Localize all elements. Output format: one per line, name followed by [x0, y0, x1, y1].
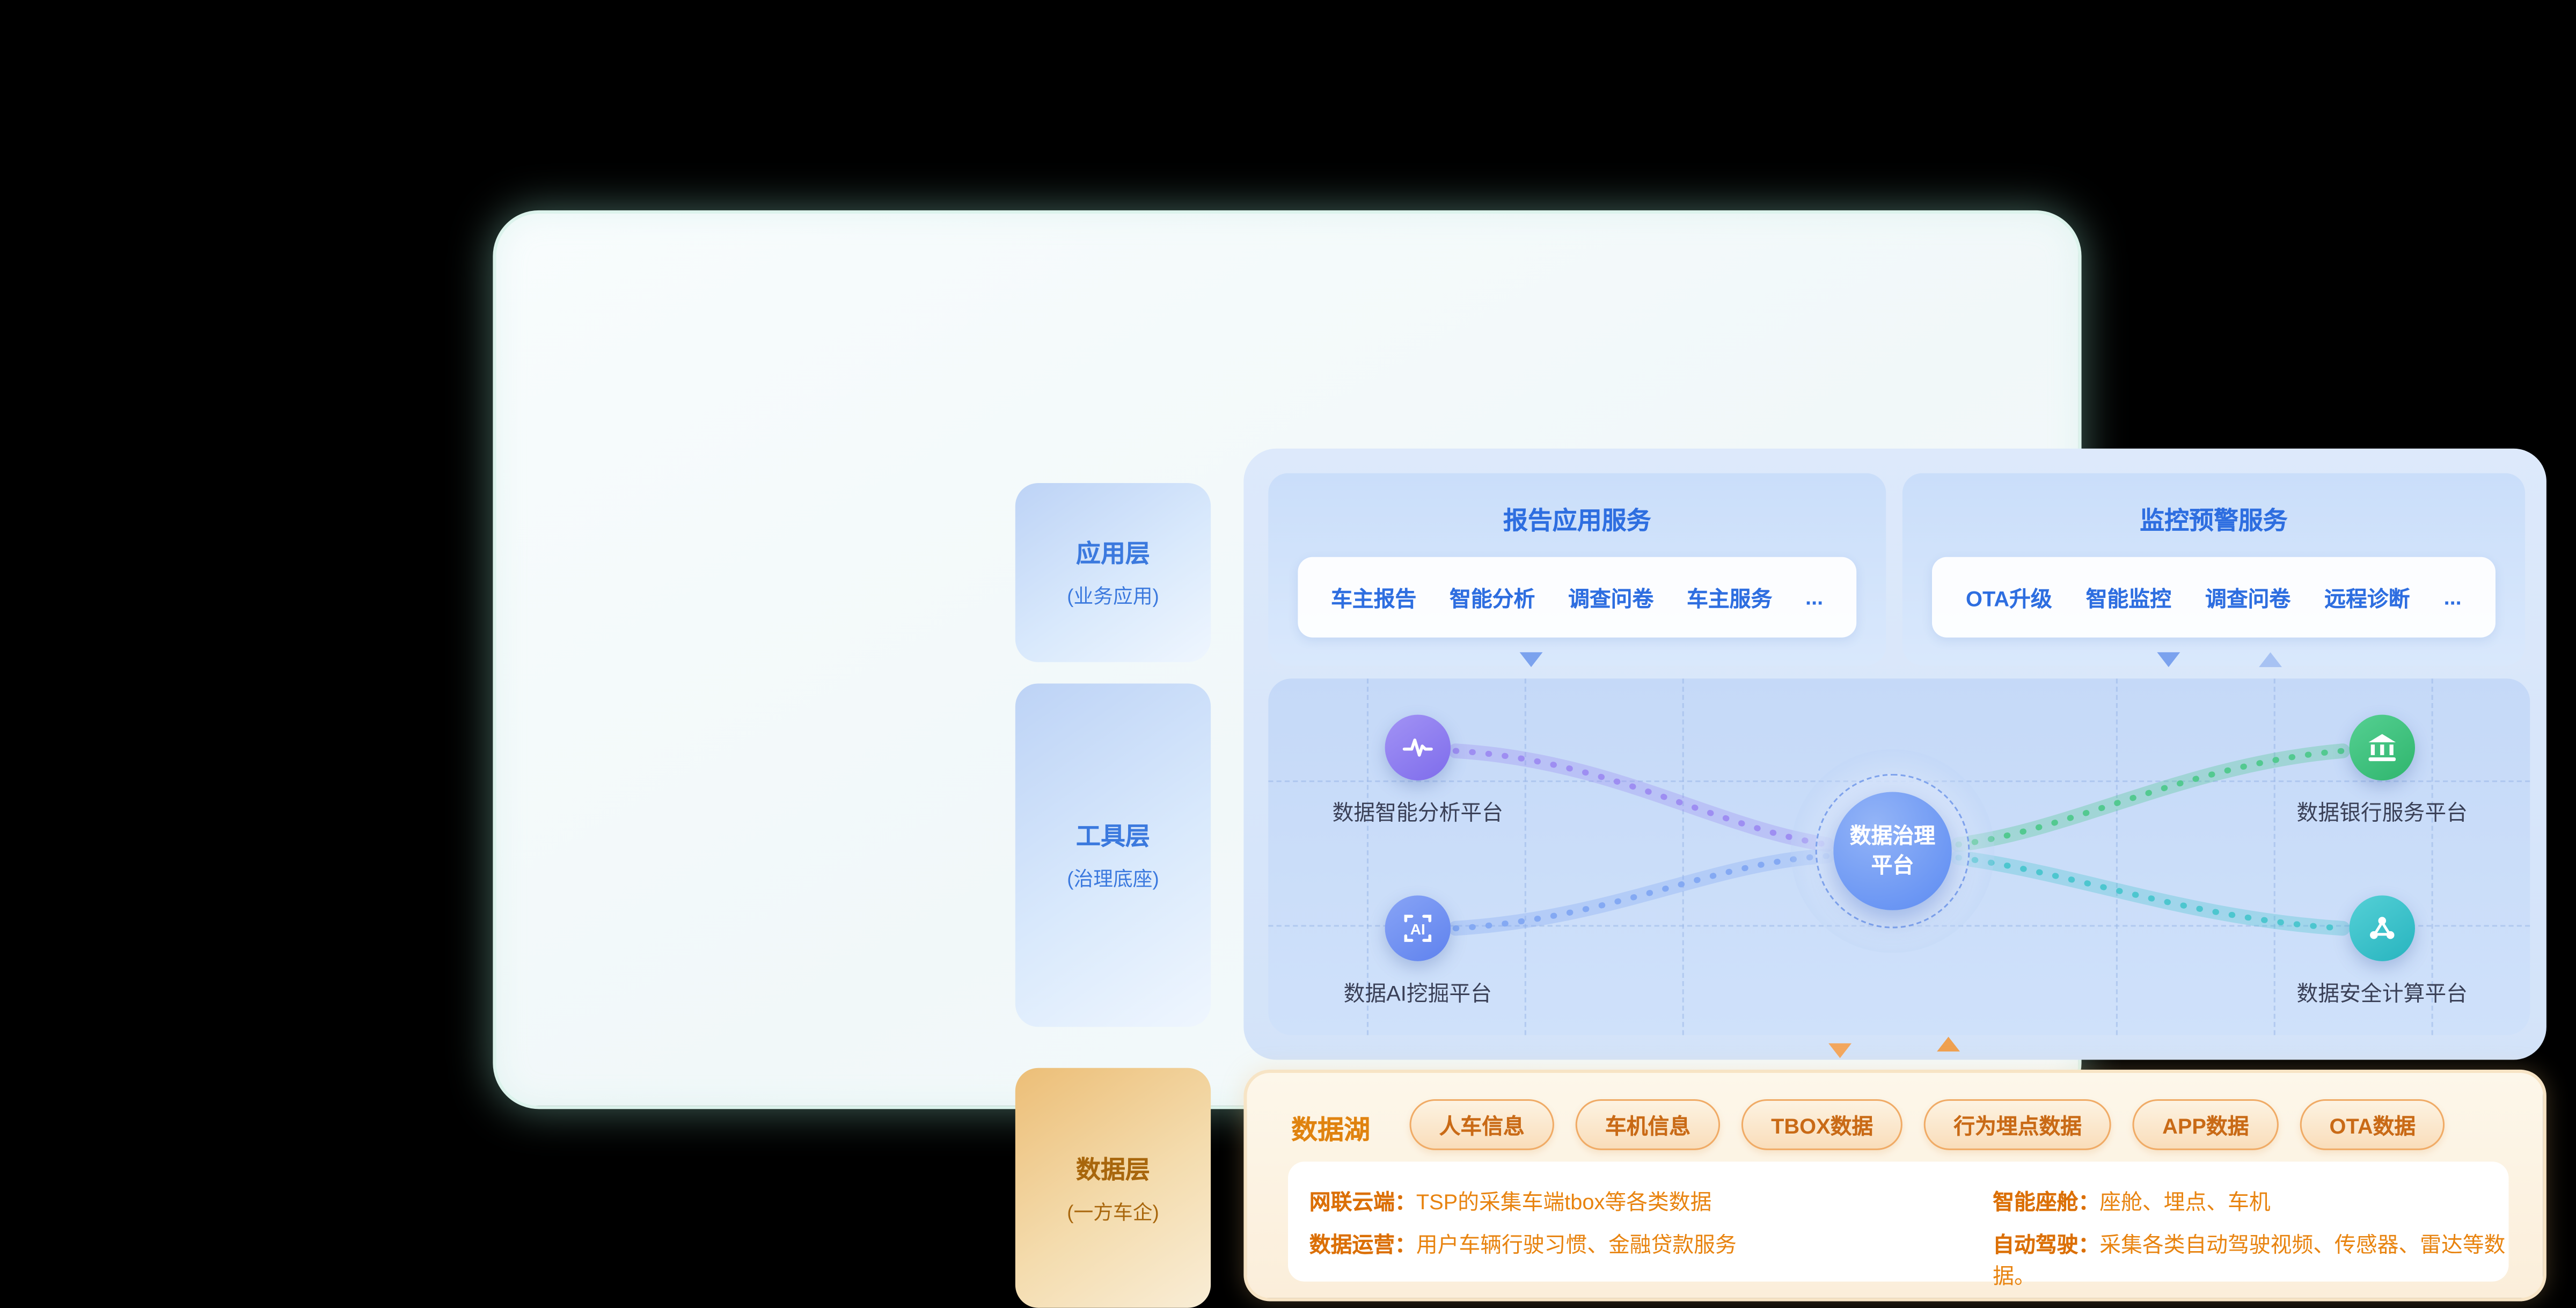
node-data-ai-mining-platform: AI 数据AI挖掘平台 — [1294, 895, 1541, 1007]
service-item: OTA升级 — [1966, 586, 2052, 611]
report-service-box: 报告应用服务 车主报告 智能分析 调查问卷 车主服务 ... — [1268, 473, 1886, 666]
governance-center: 数据治理 平台 — [1833, 792, 1952, 910]
svg-text:AI: AI — [1410, 921, 1425, 938]
service-item: 调查问卷 — [1568, 586, 1654, 611]
data-tag: 车机信息 — [1575, 1099, 1721, 1150]
detail-text: 采集各类自动驾驶视频、传感器、雷达等数据。 — [1993, 1232, 2506, 1288]
detail-line: 智能座舱：座舱、埋点、车机 — [1993, 1185, 2508, 1216]
connection-curves — [1448, 743, 2351, 936]
grid-line — [1524, 678, 1526, 1035]
arrow-up-icon — [2259, 652, 2282, 667]
service-item: ... — [1805, 584, 1824, 610]
detail-text: TSP的采集车端tbox等各类数据 — [1416, 1189, 1712, 1215]
detail-label: 自动驾驶： — [1993, 1232, 2100, 1257]
arrow-down-icon — [1519, 652, 1543, 667]
detail-line: 数据运营：用户车辆行驶习惯、金融贷款服务 — [1309, 1227, 1993, 1290]
detail-line: 自动驾驶：采集各类自动驾驶视频、传感器、雷达等数据。 — [1993, 1227, 2508, 1290]
report-service-items: 车主报告 智能分析 调查问卷 车主服务 ... — [1298, 557, 1857, 638]
grid-line — [2431, 678, 2433, 1035]
service-item: 智能分析 — [1450, 586, 1535, 611]
data-tag: TBOX数据 — [1741, 1099, 1903, 1150]
network-icon — [2349, 895, 2415, 961]
node-data-analysis-platform: 数据智能分析平台 — [1294, 714, 1541, 827]
report-service-title: 报告应用服务 — [1503, 507, 1651, 536]
bank-icon — [2349, 714, 2415, 781]
data-lake-section: 数据湖 人车信息 车机信息 TBOX数据 行为埋点数据 APP数据 OTA数据 … — [1243, 1069, 2546, 1302]
arrow-up-icon — [1937, 1036, 1960, 1052]
governance-center-line1: 数据治理 — [1849, 823, 1936, 848]
node-data-secure-computing-platform: 数据安全计算平台 — [2259, 895, 2505, 1007]
layer-subtitle: (治理底座) — [1067, 867, 1159, 891]
service-item: 智能监控 — [2085, 586, 2171, 611]
node-label: 数据银行服务平台 — [2296, 800, 2468, 825]
ai-icon: AI — [1385, 895, 1451, 961]
service-item: ... — [2443, 584, 2462, 610]
grid-line — [1366, 678, 1368, 1035]
governance-center-line2: 平台 — [1871, 852, 1914, 878]
grid-line — [1682, 678, 1684, 1035]
grid-line — [2116, 678, 2118, 1035]
layer-box-data: 数据层 (一方车企) — [1015, 1068, 1211, 1308]
node-data-bank-platform: 数据银行服务平台 — [2259, 714, 2505, 827]
arrow-down-icon — [2157, 652, 2180, 667]
service-item: 调查问卷 — [2205, 586, 2291, 611]
data-tag: 行为埋点数据 — [1924, 1099, 2112, 1150]
layer-title: 工具层 — [1076, 823, 1150, 851]
node-label: 数据安全计算平台 — [2296, 981, 2468, 1006]
detail-text: 座舱、埋点、车机 — [2099, 1189, 2271, 1215]
layer-title: 数据层 — [1076, 1156, 1150, 1184]
detail-label: 数据运营： — [1309, 1232, 1416, 1257]
data-tag: APP数据 — [2132, 1099, 2279, 1150]
node-label: 数据AI挖掘平台 — [1343, 981, 1492, 1006]
detail-label: 网联云端： — [1309, 1189, 1416, 1215]
data-tag: OTA数据 — [2300, 1099, 2446, 1150]
monitor-service-box: 监控预警服务 OTA升级 智能监控 调查问卷 远程诊断 ... — [1902, 473, 2526, 666]
data-lake-title: 数据湖 — [1291, 1117, 1371, 1145]
layer-box-tool: 工具层 (治理底座) — [1015, 683, 1211, 1027]
grid-line — [2273, 678, 2275, 1035]
node-label: 数据智能分析平台 — [1332, 800, 1504, 825]
layer-box-application: 应用层 (业务应用) — [1015, 483, 1211, 662]
data-tag: 人车信息 — [1409, 1099, 1554, 1150]
detail-label: 智能座舱： — [1993, 1189, 2100, 1215]
service-item: 车主服务 — [1687, 586, 1773, 611]
layer-subtitle: (一方车企) — [1067, 1200, 1159, 1224]
service-item: 车主报告 — [1331, 586, 1417, 611]
arrow-down-icon — [1828, 1043, 1851, 1058]
pulse-icon — [1385, 714, 1451, 781]
monitor-service-title: 监控预警服务 — [2140, 507, 2288, 536]
monitor-service-items: OTA升级 智能监控 调查问卷 远程诊断 ... — [1931, 557, 2496, 638]
service-item: 远程诊断 — [2324, 586, 2410, 611]
layer-subtitle: (业务应用) — [1067, 584, 1159, 608]
layer-title: 应用层 — [1076, 540, 1150, 569]
detail-line: 网联云端：TSP的采集车端tbox等各类数据 — [1309, 1185, 1993, 1216]
detail-text: 用户车辆行驶习惯、金融贷款服务 — [1416, 1232, 1737, 1257]
data-lake-detail-panel: 网联云端：TSP的采集车端tbox等各类数据 智能座舱：座舱、埋点、车机 数据运… — [1287, 1161, 2509, 1288]
data-lake-tags: 人车信息 车机信息 TBOX数据 行为埋点数据 APP数据 OTA数据 — [1409, 1099, 2446, 1150]
governance-canvas: 数据治理 平台 数据智能分析平台 AI 数据AI挖掘平台 数 — [1268, 678, 2530, 1035]
main-panel: 应用层 (业务应用) 工具层 (治理底座) 数据层 (一方车企) 报告应用服务 … — [493, 210, 2546, 1308]
